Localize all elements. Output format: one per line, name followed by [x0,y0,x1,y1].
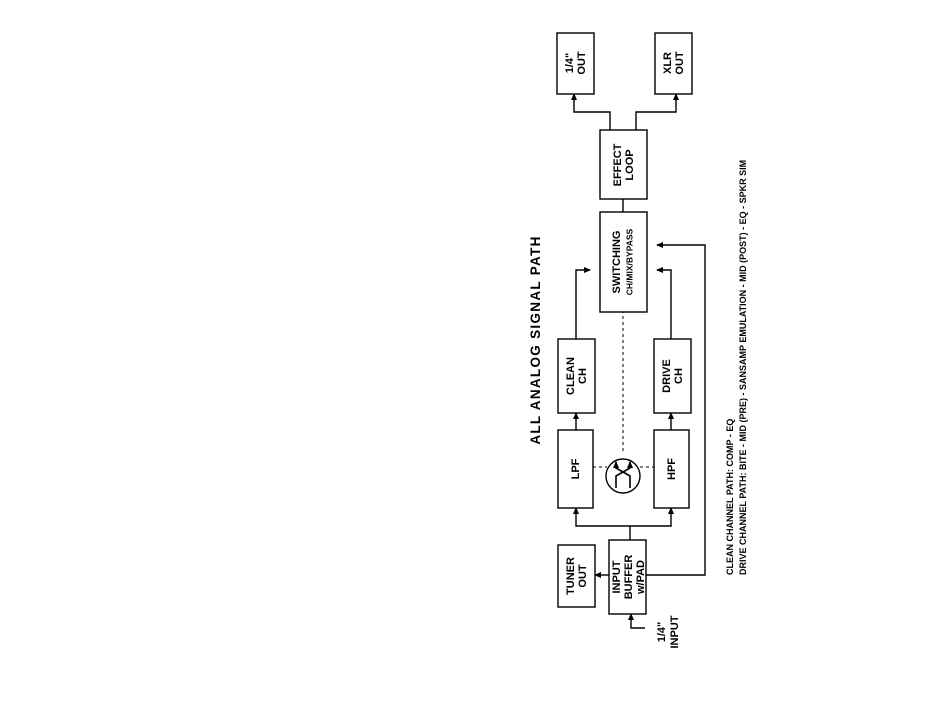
input-jack-label-line1: 1/4" [656,622,668,643]
input-buffer-line2: BUFFER [623,555,635,600]
effect-loop-line2: LOOP [624,149,636,180]
drive-path-note: DRIVE CHANNEL PATH: BITE - MID (PRE) - S… [738,160,748,575]
tuner-out-line1: TUNER [565,557,577,595]
connector-input-to-buffer [631,614,645,628]
clean-channel-line2: CH [577,368,589,384]
connector-buffer-to-hpf [630,508,671,526]
hpf-label: HPF [666,458,678,480]
effect-loop-block: EFFECT LOOP [600,130,647,199]
clean-path-note: CLEAN CHANNEL PATH: COMP - EQ [725,419,735,575]
lpf-block: LPF [558,430,593,508]
quarter-out-line1: 1/4" [564,53,576,74]
connector-loop-to-quarter-out [574,94,610,130]
blend-knob-icon [606,459,640,493]
switching-line2: CH/MIX/BYPASS [624,228,634,295]
tuner-out-block: TUNER OUT [558,545,595,607]
input-buffer-line3: w/PAD [635,560,647,595]
xlr-out-block: XLR OUT [655,33,692,94]
input-jack-label: 1/4" INPUT [656,615,681,648]
drive-channel-block: DRIVE CH [654,339,691,413]
xlr-out-line1: XLR [662,52,674,74]
quarter-out-line2: OUT [576,51,588,75]
drive-channel-line1: DRIVE [661,359,673,393]
clean-channel-line1: CLEAN [565,357,577,395]
input-buffer-line1: INPUT [611,560,623,593]
hpf-block: HPF [654,430,689,508]
connector-clean-to-switching [576,270,590,339]
connector-buffer-split [576,508,630,540]
switching-block: SWITCHING CH/MIX/BYPASS [600,212,647,312]
quarter-out-block: 1/4" OUT [557,33,594,94]
lpf-label: LPF [570,458,582,479]
connector-drive-to-switching [657,270,671,339]
diagram-title: ALL ANALOG SIGNAL PATH [528,235,543,444]
xlr-out-line2: OUT [674,51,686,75]
drive-channel-line2: CH [673,368,685,384]
tuner-out-line2: OUT [577,564,589,588]
input-buffer-block: INPUT BUFFER w/PAD [609,540,647,614]
connector-loop-to-xlr-out [636,94,676,130]
clean-channel-block: CLEAN CH [558,339,595,413]
effect-loop-line1: EFFECT [612,143,624,186]
switching-line1: SWITCHING [611,231,623,294]
input-jack-label-line2: INPUT [669,615,681,648]
